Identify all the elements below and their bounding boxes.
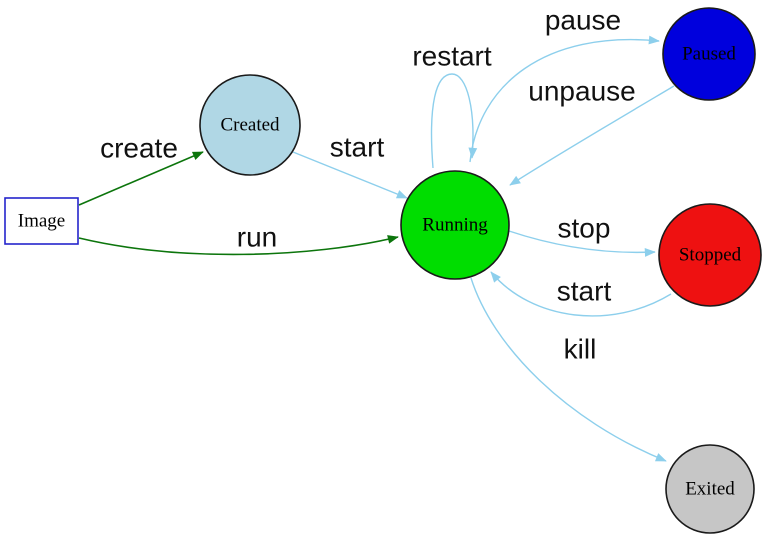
node-running — [400, 170, 510, 280]
edge-restart — [430, 73, 478, 169]
node-stopped — [658, 203, 762, 307]
edge-unpause — [509, 85, 675, 186]
edge-label-restart: restart — [412, 41, 492, 72]
node-label-paused: Paused — [682, 44, 736, 65]
edge-label-stop: stop — [558, 213, 611, 244]
labels-layer: create run start restart pause unpause stop sta… — [18, 5, 742, 500]
node-image — [4, 197, 79, 245]
edge-label-unpause: unpause — [528, 76, 635, 107]
node-label-exited: Exited — [685, 479, 735, 500]
node-paused — [662, 7, 756, 101]
edge-create — [78, 151, 204, 206]
edge-start-created — [292, 151, 408, 199]
edges-layer — [78, 35, 675, 462]
node-label-image: Image — [18, 211, 65, 232]
edge-kill — [470, 277, 667, 462]
edge-label-run: run — [237, 222, 277, 253]
nodes-layer — [4, 7, 762, 534]
node-label-created: Created — [220, 115, 280, 136]
node-exited — [665, 444, 755, 534]
edge-pause — [469, 35, 660, 163]
edge-label-start-stopped: start — [557, 276, 612, 307]
edge-label-start-created: start — [330, 132, 385, 163]
node-created — [199, 74, 301, 176]
edge-label-pause: pause — [545, 5, 621, 36]
edge-label-kill: kill — [564, 334, 597, 365]
node-label-stopped: Stopped — [679, 245, 742, 266]
edge-start-stopped — [490, 271, 672, 317]
node-label-running: Running — [422, 215, 488, 236]
edge-stop — [508, 230, 656, 257]
edge-label-create: create — [100, 133, 178, 164]
edge-run — [78, 235, 399, 256]
